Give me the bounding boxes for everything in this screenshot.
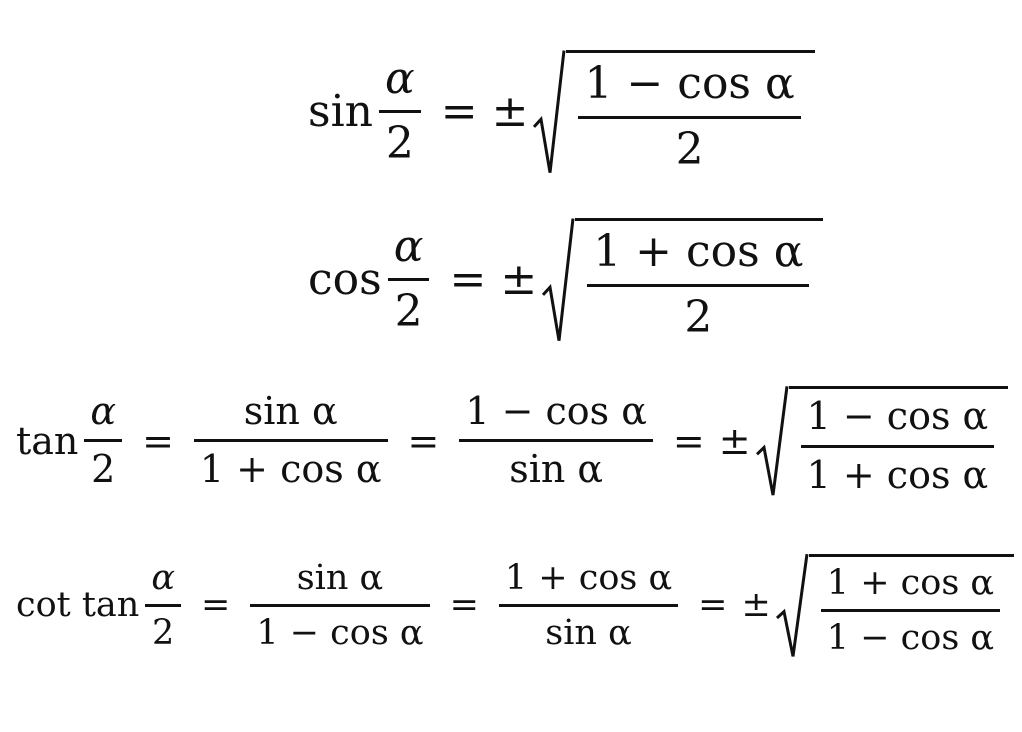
equals-sign: =	[440, 86, 478, 138]
fraction-bar	[250, 603, 430, 607]
fraction-denominator: 1 + cos α	[806, 452, 989, 497]
first-fraction: sin α 1 + cos α	[193, 388, 388, 492]
equals-sign: =	[449, 585, 479, 626]
fraction-denominator: 1 − cos α	[256, 612, 424, 653]
radical-sign-icon	[541, 216, 575, 343]
half-alpha-fraction: α 2	[145, 558, 181, 654]
fraction-numerator: 1 − cos α	[584, 58, 795, 109]
fraction-bar	[578, 115, 801, 119]
fraction-denominator: 2	[394, 286, 423, 338]
fraction-numerator: sin α	[243, 388, 338, 433]
formula-cos-half-angle: cos α 2 = ± 1 + cos α 2	[308, 216, 824, 343]
fraction-numerator: α	[385, 52, 415, 104]
fraction-denominator: 1 + cos α	[199, 447, 382, 492]
square-root: 1 − cos α 1 + cos α	[755, 384, 1009, 497]
cos-function-label: cos	[308, 254, 382, 306]
second-fraction: 1 − cos α sin α	[459, 388, 653, 492]
fraction-numerator: 1 − cos α	[465, 388, 647, 433]
plus-minus-sign: ±	[741, 585, 771, 626]
square-root: 1 + cos α 1 − cos α	[775, 552, 1015, 659]
fraction-denominator: 2	[675, 123, 704, 175]
radical-sign-icon	[775, 552, 809, 659]
radicand: 1 − cos α 1 + cos α	[788, 386, 1009, 497]
radicand: 1 + cos α 1 − cos α	[808, 554, 1015, 659]
half-alpha-fraction: α 2	[387, 220, 430, 338]
plus-minus-sign: ±	[491, 86, 529, 138]
fraction-denominator: 2	[91, 447, 116, 492]
radicand-fraction: 1 + cos α 2	[587, 226, 810, 343]
radicand-fraction: 1 − cos α 1 + cos α	[800, 394, 995, 497]
radicand-fraction: 1 + cos α 1 − cos α	[820, 563, 1001, 659]
square-root: 1 − cos α 2	[532, 48, 815, 175]
fraction-bar	[387, 278, 430, 282]
fraction-bar	[193, 439, 388, 443]
second-fraction: 1 + cos α sin α	[498, 557, 679, 654]
fraction-numerator: 1 − cos α	[806, 394, 989, 438]
plus-minus-sign: ±	[500, 254, 538, 306]
tan-function-label: tan	[16, 418, 79, 463]
equals-sign: =	[698, 585, 728, 626]
equals-sign: =	[672, 418, 705, 463]
formula-cot-half-angle: cot tan α 2 = sin α 1 − cos α = 1 + cos …	[16, 552, 1015, 659]
radical-sign-icon	[755, 384, 789, 497]
radicand-fraction: 1 − cos α 2	[578, 58, 801, 175]
fraction-bar	[145, 603, 181, 607]
fraction-numerator: sin α	[296, 557, 384, 598]
formula-sin-half-angle: sin α 2 = ± 1 − cos α 2	[308, 48, 815, 175]
radical-sign-icon	[532, 48, 566, 175]
radicand: 1 − cos α 2	[566, 50, 815, 175]
half-alpha-fraction: α 2	[84, 388, 123, 492]
formula-tan-half-angle: tan α 2 = sin α 1 + cos α = 1 − cos α si…	[16, 384, 1009, 497]
square-root: 1 + cos α 2	[541, 216, 824, 343]
plus-minus-sign: ±	[718, 418, 751, 463]
sin-function-label: sin	[308, 86, 373, 138]
fraction-numerator: α	[90, 388, 117, 433]
first-fraction: sin α 1 − cos α	[250, 557, 430, 654]
equals-sign: =	[200, 585, 231, 626]
fraction-numerator: α	[151, 557, 175, 598]
equals-sign: =	[449, 254, 487, 306]
equals-sign: =	[142, 418, 174, 463]
fraction-numerator: 1 + cos α	[593, 226, 804, 277]
fraction-denominator: sin α	[545, 612, 632, 653]
fraction-bar	[498, 603, 679, 607]
fraction-numerator: α	[393, 220, 424, 272]
fraction-bar	[84, 439, 123, 443]
fraction-bar	[459, 439, 653, 443]
fraction-denominator: 1 − cos α	[826, 618, 995, 659]
fraction-numerator: 1 + cos α	[504, 557, 673, 598]
radicand: 1 + cos α 2	[575, 218, 824, 343]
fraction-bar	[820, 609, 1001, 613]
fraction-bar	[379, 110, 421, 114]
fraction-denominator: sin α	[509, 447, 604, 492]
fraction-bar	[587, 283, 810, 287]
equals-sign: =	[407, 418, 440, 463]
cot-function-label: cot tan	[16, 585, 140, 626]
fraction-denominator: 2	[152, 612, 175, 653]
fraction-denominator: 2	[684, 291, 713, 343]
fraction-numerator: 1 + cos α	[826, 563, 995, 603]
half-alpha-fraction: α 2	[379, 52, 421, 170]
fraction-bar	[800, 444, 995, 448]
fraction-denominator: 2	[385, 118, 414, 170]
